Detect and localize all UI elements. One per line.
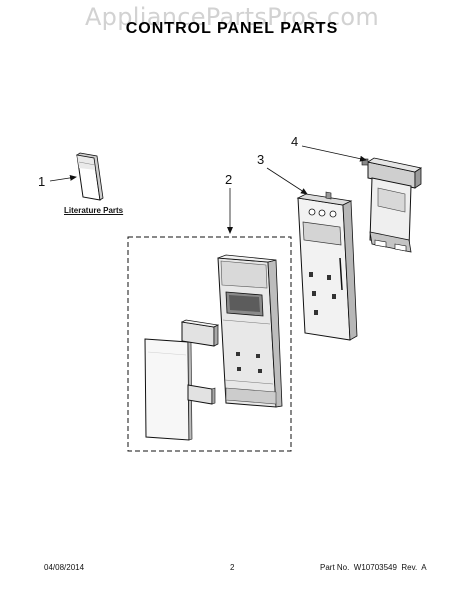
callout-leader-1 [49,174,77,182]
control-panel-housing [217,254,283,408]
control-board-part [296,191,358,341]
mounting-bracket-part [361,157,423,253]
callout-leader-3 [266,167,308,195]
display-window [180,319,220,347]
callout-leader-4 [301,145,367,162]
literature-parts-label: Literature Parts [64,206,124,215]
footer-date: 04/08/2014 [44,563,85,572]
callout-number-1: 1 [38,174,46,189]
watermark: AppliancePartsPros.com [84,3,380,31]
page-title: CONTROL PANEL PARTS [125,20,339,37]
part-2-group-box [127,236,292,452]
footer-part-number: Part No. W10703549 Rev. A [320,563,427,572]
callout-number-3: 3 [257,152,265,167]
callout-number-4: 4 [291,134,299,149]
label-plate [187,384,216,405]
callout-number-2: 2 [225,172,233,187]
footer-page-number: 2 [230,563,235,572]
keypad-overlay [144,338,193,441]
literature-booklet-part [75,152,104,201]
